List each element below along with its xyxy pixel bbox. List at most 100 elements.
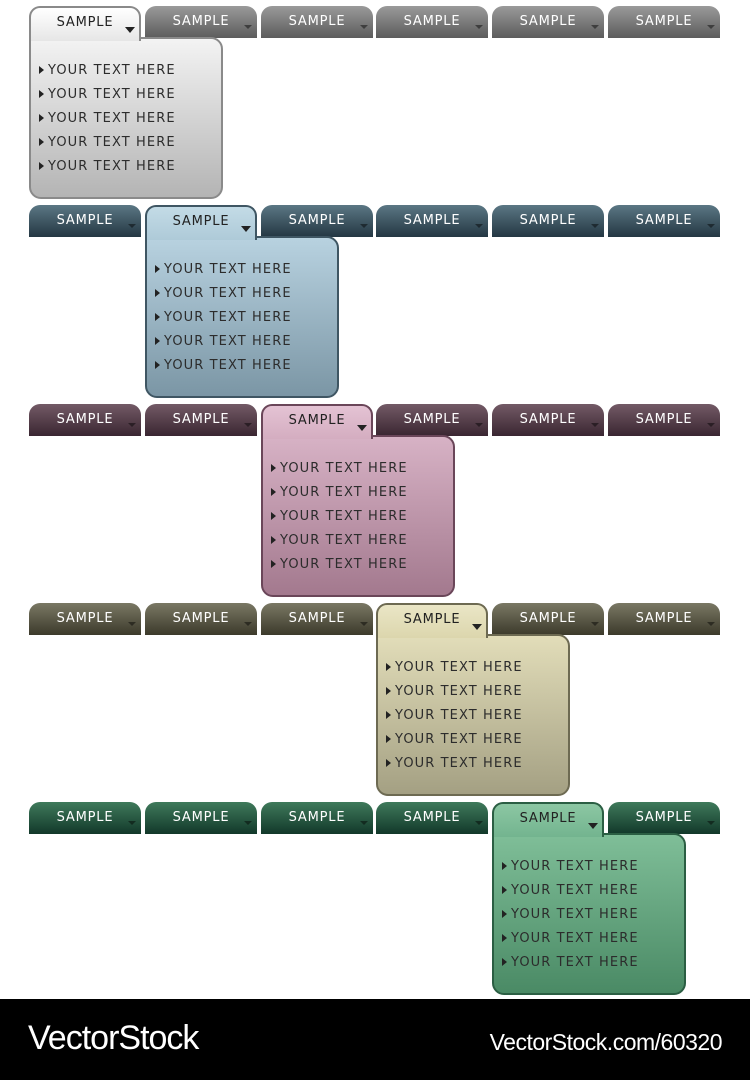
triangle-right-icon: [502, 958, 507, 966]
tab-label: SAMPLE: [403, 810, 461, 825]
menu-item-label: YOUR TEXT HERE: [164, 357, 292, 373]
tab-sample-active[interactable]: SAMPLE: [376, 603, 488, 638]
menu-item[interactable]: YOUR TEXT HERE: [147, 257, 337, 281]
triangle-right-icon: [39, 66, 44, 74]
chevron-down-icon: [707, 821, 715, 825]
chevron-down-icon: [472, 624, 482, 630]
menu-item[interactable]: YOUR TEXT HERE: [31, 82, 221, 106]
triangle-right-icon: [502, 934, 507, 942]
menu-item-label: YOUR TEXT HERE: [511, 954, 639, 970]
triangle-right-icon: [271, 512, 276, 520]
watermark-footer: VectorStock VectorStock.com/60320: [0, 999, 750, 1080]
tab-sample[interactable]: SAMPLE: [492, 6, 604, 38]
tab-sample[interactable]: SAMPLE: [376, 802, 488, 834]
tab-sample[interactable]: SAMPLE: [492, 205, 604, 237]
menu-item[interactable]: YOUR TEXT HERE: [31, 154, 221, 178]
tab-sample-active[interactable]: SAMPLE: [492, 802, 604, 837]
tab-label: SAMPLE: [403, 412, 461, 427]
menu-item[interactable]: YOUR TEXT HERE: [378, 727, 568, 751]
menu-item[interactable]: YOUR TEXT HERE: [31, 130, 221, 154]
tab-sample[interactable]: SAMPLE: [29, 205, 141, 237]
chevron-down-icon: [241, 226, 251, 232]
triangle-right-icon: [155, 361, 160, 369]
tab-sample[interactable]: SAMPLE: [261, 603, 373, 635]
tab-sample[interactable]: SAMPLE: [261, 205, 373, 237]
chevron-down-icon: [475, 821, 483, 825]
menu-item[interactable]: YOUR TEXT HERE: [494, 854, 684, 878]
tab-sample[interactable]: SAMPLE: [608, 205, 720, 237]
chevron-down-icon: [360, 622, 368, 626]
menu-item[interactable]: YOUR TEXT HERE: [494, 950, 684, 974]
menu-item[interactable]: YOUR TEXT HERE: [494, 902, 684, 926]
menu-item[interactable]: YOUR TEXT HERE: [147, 305, 337, 329]
menu-item[interactable]: YOUR TEXT HERE: [378, 655, 568, 679]
tab-label: SAMPLE: [635, 14, 693, 29]
menu-item-label: YOUR TEXT HERE: [511, 906, 639, 922]
tab-sample[interactable]: SAMPLE: [29, 802, 141, 834]
triangle-right-icon: [386, 663, 391, 671]
menu-item[interactable]: YOUR TEXT HERE: [147, 353, 337, 377]
menu-item[interactable]: YOUR TEXT HERE: [263, 456, 453, 480]
chevron-down-icon: [128, 423, 136, 427]
triangle-right-icon: [386, 735, 391, 743]
menu-item[interactable]: YOUR TEXT HERE: [31, 106, 221, 130]
triangle-right-icon: [155, 265, 160, 273]
tab-sample[interactable]: SAMPLE: [492, 603, 604, 635]
triangle-right-icon: [39, 90, 44, 98]
tab-sample[interactable]: SAMPLE: [29, 404, 141, 436]
tab-label: SAMPLE: [172, 214, 230, 229]
triangle-right-icon: [271, 464, 276, 472]
tab-sample[interactable]: SAMPLE: [145, 603, 257, 635]
tab-sample[interactable]: SAMPLE: [608, 6, 720, 38]
tab-sample-active[interactable]: SAMPLE: [29, 6, 141, 41]
chevron-down-icon: [360, 224, 368, 228]
dropdown-panel: YOUR TEXT HERE YOUR TEXT HERE YOUR TEXT HE…: [145, 236, 339, 398]
menu-item[interactable]: YOUR TEXT HERE: [147, 329, 337, 353]
chevron-down-icon: [588, 823, 598, 829]
menu-item[interactable]: YOUR TEXT HERE: [494, 878, 684, 902]
menu-item-label: YOUR TEXT HERE: [280, 532, 408, 548]
tab-sample[interactable]: SAMPLE: [145, 802, 257, 834]
menu-item[interactable]: YOUR TEXT HERE: [263, 504, 453, 528]
menu-item[interactable]: YOUR TEXT HERE: [378, 679, 568, 703]
menu-item-label: YOUR TEXT HERE: [511, 882, 639, 898]
tab-sample-active[interactable]: SAMPLE: [145, 205, 257, 240]
tab-sample[interactable]: SAMPLE: [145, 404, 257, 436]
menu-item-label: YOUR TEXT HERE: [164, 333, 292, 349]
tab-label: SAMPLE: [288, 413, 346, 428]
chevron-down-icon: [244, 622, 252, 626]
tab-sample[interactable]: SAMPLE: [261, 6, 373, 38]
menu-item-label: YOUR TEXT HERE: [280, 556, 408, 572]
menu-item-label: YOUR TEXT HERE: [164, 285, 292, 301]
tab-sample[interactable]: SAMPLE: [608, 404, 720, 436]
menu-item[interactable]: YOUR TEXT HERE: [494, 926, 684, 950]
tab-sample[interactable]: SAMPLE: [261, 802, 373, 834]
tab-sample-active[interactable]: SAMPLE: [261, 404, 373, 439]
chevron-down-icon: [475, 25, 483, 29]
tab-sample[interactable]: SAMPLE: [376, 6, 488, 38]
tab-sample[interactable]: SAMPLE: [608, 603, 720, 635]
tab-sample[interactable]: SAMPLE: [145, 6, 257, 38]
menu-item[interactable]: YOUR TEXT HERE: [263, 552, 453, 576]
triangle-right-icon: [502, 886, 507, 894]
menu-item-label: YOUR TEXT HERE: [395, 683, 523, 699]
menu-item[interactable]: YOUR TEXT HERE: [378, 751, 568, 775]
tab-sample[interactable]: SAMPLE: [29, 603, 141, 635]
tab-label: SAMPLE: [56, 213, 114, 228]
tab-sample[interactable]: SAMPLE: [608, 802, 720, 834]
menu-item[interactable]: YOUR TEXT HERE: [263, 480, 453, 504]
tab-label: SAMPLE: [519, 213, 577, 228]
tab-sample[interactable]: SAMPLE: [376, 205, 488, 237]
chevron-down-icon: [475, 423, 483, 427]
tab-label: SAMPLE: [56, 810, 114, 825]
menu-item[interactable]: YOUR TEXT HERE: [378, 703, 568, 727]
menu-item[interactable]: YOUR TEXT HERE: [147, 281, 337, 305]
menu-item-label: YOUR TEXT HERE: [48, 134, 176, 150]
tab-sample[interactable]: SAMPLE: [376, 404, 488, 436]
menu-item[interactable]: YOUR TEXT HERE: [31, 58, 221, 82]
tab-sample[interactable]: SAMPLE: [492, 404, 604, 436]
menu-item[interactable]: YOUR TEXT HERE: [263, 528, 453, 552]
